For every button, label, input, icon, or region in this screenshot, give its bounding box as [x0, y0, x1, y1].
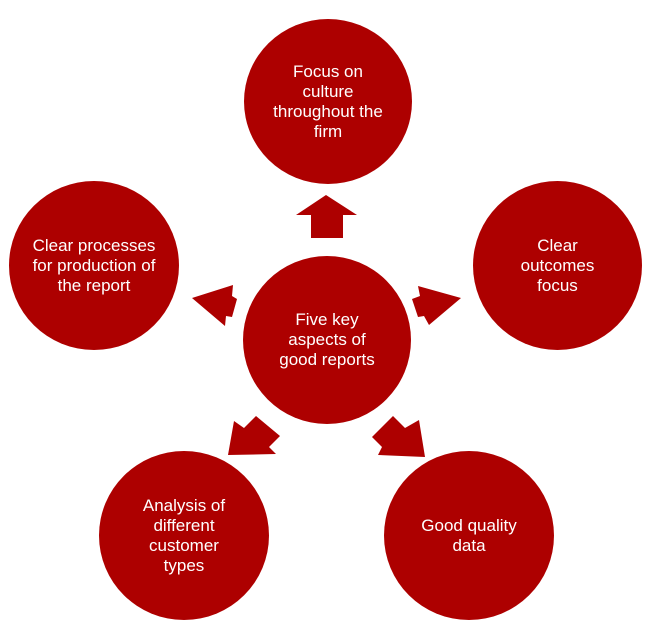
node-processes: Clear processes for production of the re… [9, 181, 179, 350]
arrow-to-top [296, 195, 357, 238]
node-data-quality: Good quality data [384, 451, 554, 620]
node-culture: Focus on culture throughout the firm [244, 19, 412, 184]
node-outcomes-label: Clear outcomes focus [520, 235, 595, 295]
center-node: Five key aspects of good reports [243, 256, 411, 424]
arrow-to-right [412, 286, 461, 325]
arrow-to-left [192, 285, 237, 326]
node-data-quality-label: Good quality data [421, 515, 517, 555]
node-outcomes: Clear outcomes focus [473, 181, 642, 350]
center-node-label: Five key aspects of good reports [279, 310, 375, 369]
node-customer-analysis: Analysis of different customer types [99, 451, 269, 620]
arrow-to-bottom-left [228, 416, 280, 455]
arrow-to-bottom-right [372, 416, 425, 457]
node-processes-label: Clear processes for production of the re… [32, 235, 156, 295]
node-customer-analysis-label: Analysis of different customer types [142, 495, 226, 575]
node-culture-label: Focus on culture throughout the firm [273, 61, 383, 141]
